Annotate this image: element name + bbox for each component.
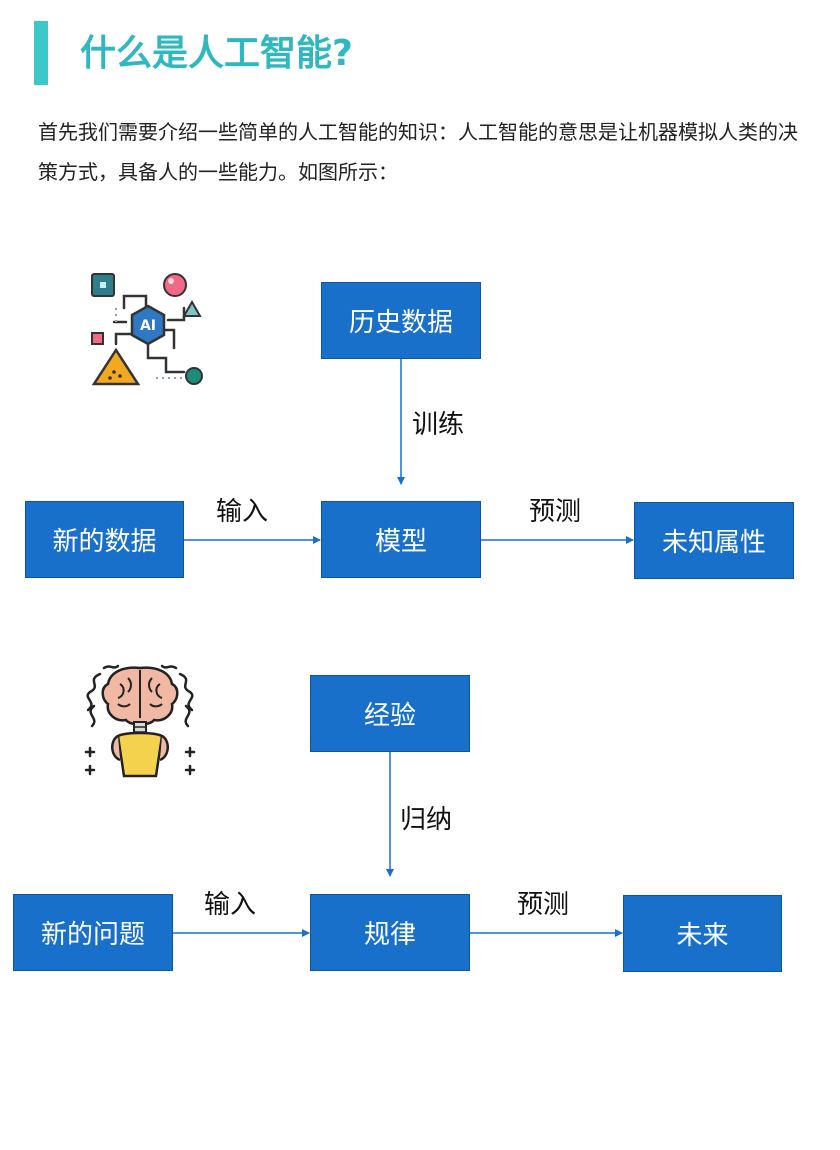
box-rule: 规律 bbox=[310, 894, 470, 971]
svg-text:AI: AI bbox=[140, 318, 156, 334]
label-input-1: 输入 bbox=[216, 497, 269, 527]
label-predict-1: 预测 bbox=[529, 497, 582, 527]
label-induce: 归纳 bbox=[400, 805, 453, 835]
title-accent-bar bbox=[34, 21, 48, 85]
label-train: 训练 bbox=[412, 410, 465, 440]
box-new-data: 新的数据 bbox=[25, 501, 184, 578]
box-future: 未来 bbox=[623, 895, 782, 972]
box-model: 模型 bbox=[321, 501, 481, 578]
ai-chip-icon: AI bbox=[91, 273, 203, 386]
box-experience: 经验 bbox=[310, 675, 470, 752]
box-history-data: 历史数据 bbox=[321, 282, 481, 359]
box-new-problem: 新的问题 bbox=[13, 894, 173, 971]
box-unknown-attribute: 未知属性 bbox=[634, 502, 794, 579]
intro-paragraph: 首先我们需要介绍一些简单的人工智能的知识：人工智能的意思是让机器模拟人类的决策方… bbox=[38, 120, 798, 184]
label-predict-2: 预测 bbox=[517, 890, 570, 920]
brain-person-icon bbox=[84, 664, 196, 778]
label-input-2: 输入 bbox=[204, 890, 257, 920]
page-title: 什么是人工智能? bbox=[80, 33, 353, 74]
